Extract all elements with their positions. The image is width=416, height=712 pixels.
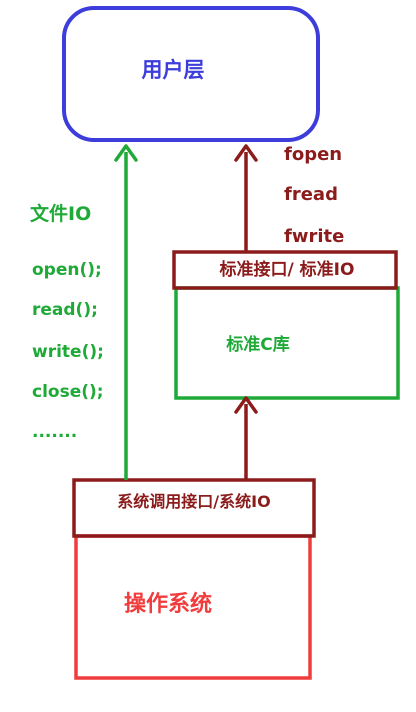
syscall-to-stdc-arrow-head bbox=[234, 396, 258, 414]
file-io-item-read: read(); bbox=[32, 300, 98, 320]
file-io-item-write: write(); bbox=[32, 342, 104, 362]
std-interface-label: 标准接口/ 标准IO bbox=[219, 260, 355, 280]
syscall-interface-box bbox=[72, 478, 316, 538]
file-io-arrow-head bbox=[114, 144, 138, 162]
os-label: 操作系统 bbox=[123, 592, 212, 617]
file-io-item-ellipsis: ....... bbox=[32, 422, 78, 442]
std-io-call-fopen: fopen bbox=[284, 144, 343, 165]
std-io-call-fread: fread bbox=[284, 184, 338, 205]
file-io-title: 文件IO bbox=[30, 203, 92, 225]
user-layer-label: 用户层 bbox=[141, 58, 205, 82]
std-c-lib-label: 标准C库 bbox=[226, 335, 290, 355]
file-io-item-open: open(); bbox=[32, 260, 102, 280]
syscall-interface-label: 系统调用接口/系统IO bbox=[117, 492, 271, 511]
std-io-call-fwrite: fwrite bbox=[284, 226, 345, 247]
user-layer-box bbox=[62, 6, 320, 142]
file-io-item-close: close(); bbox=[32, 382, 104, 402]
std-io-arrow-head bbox=[234, 144, 258, 162]
std-interface-box bbox=[172, 250, 398, 290]
